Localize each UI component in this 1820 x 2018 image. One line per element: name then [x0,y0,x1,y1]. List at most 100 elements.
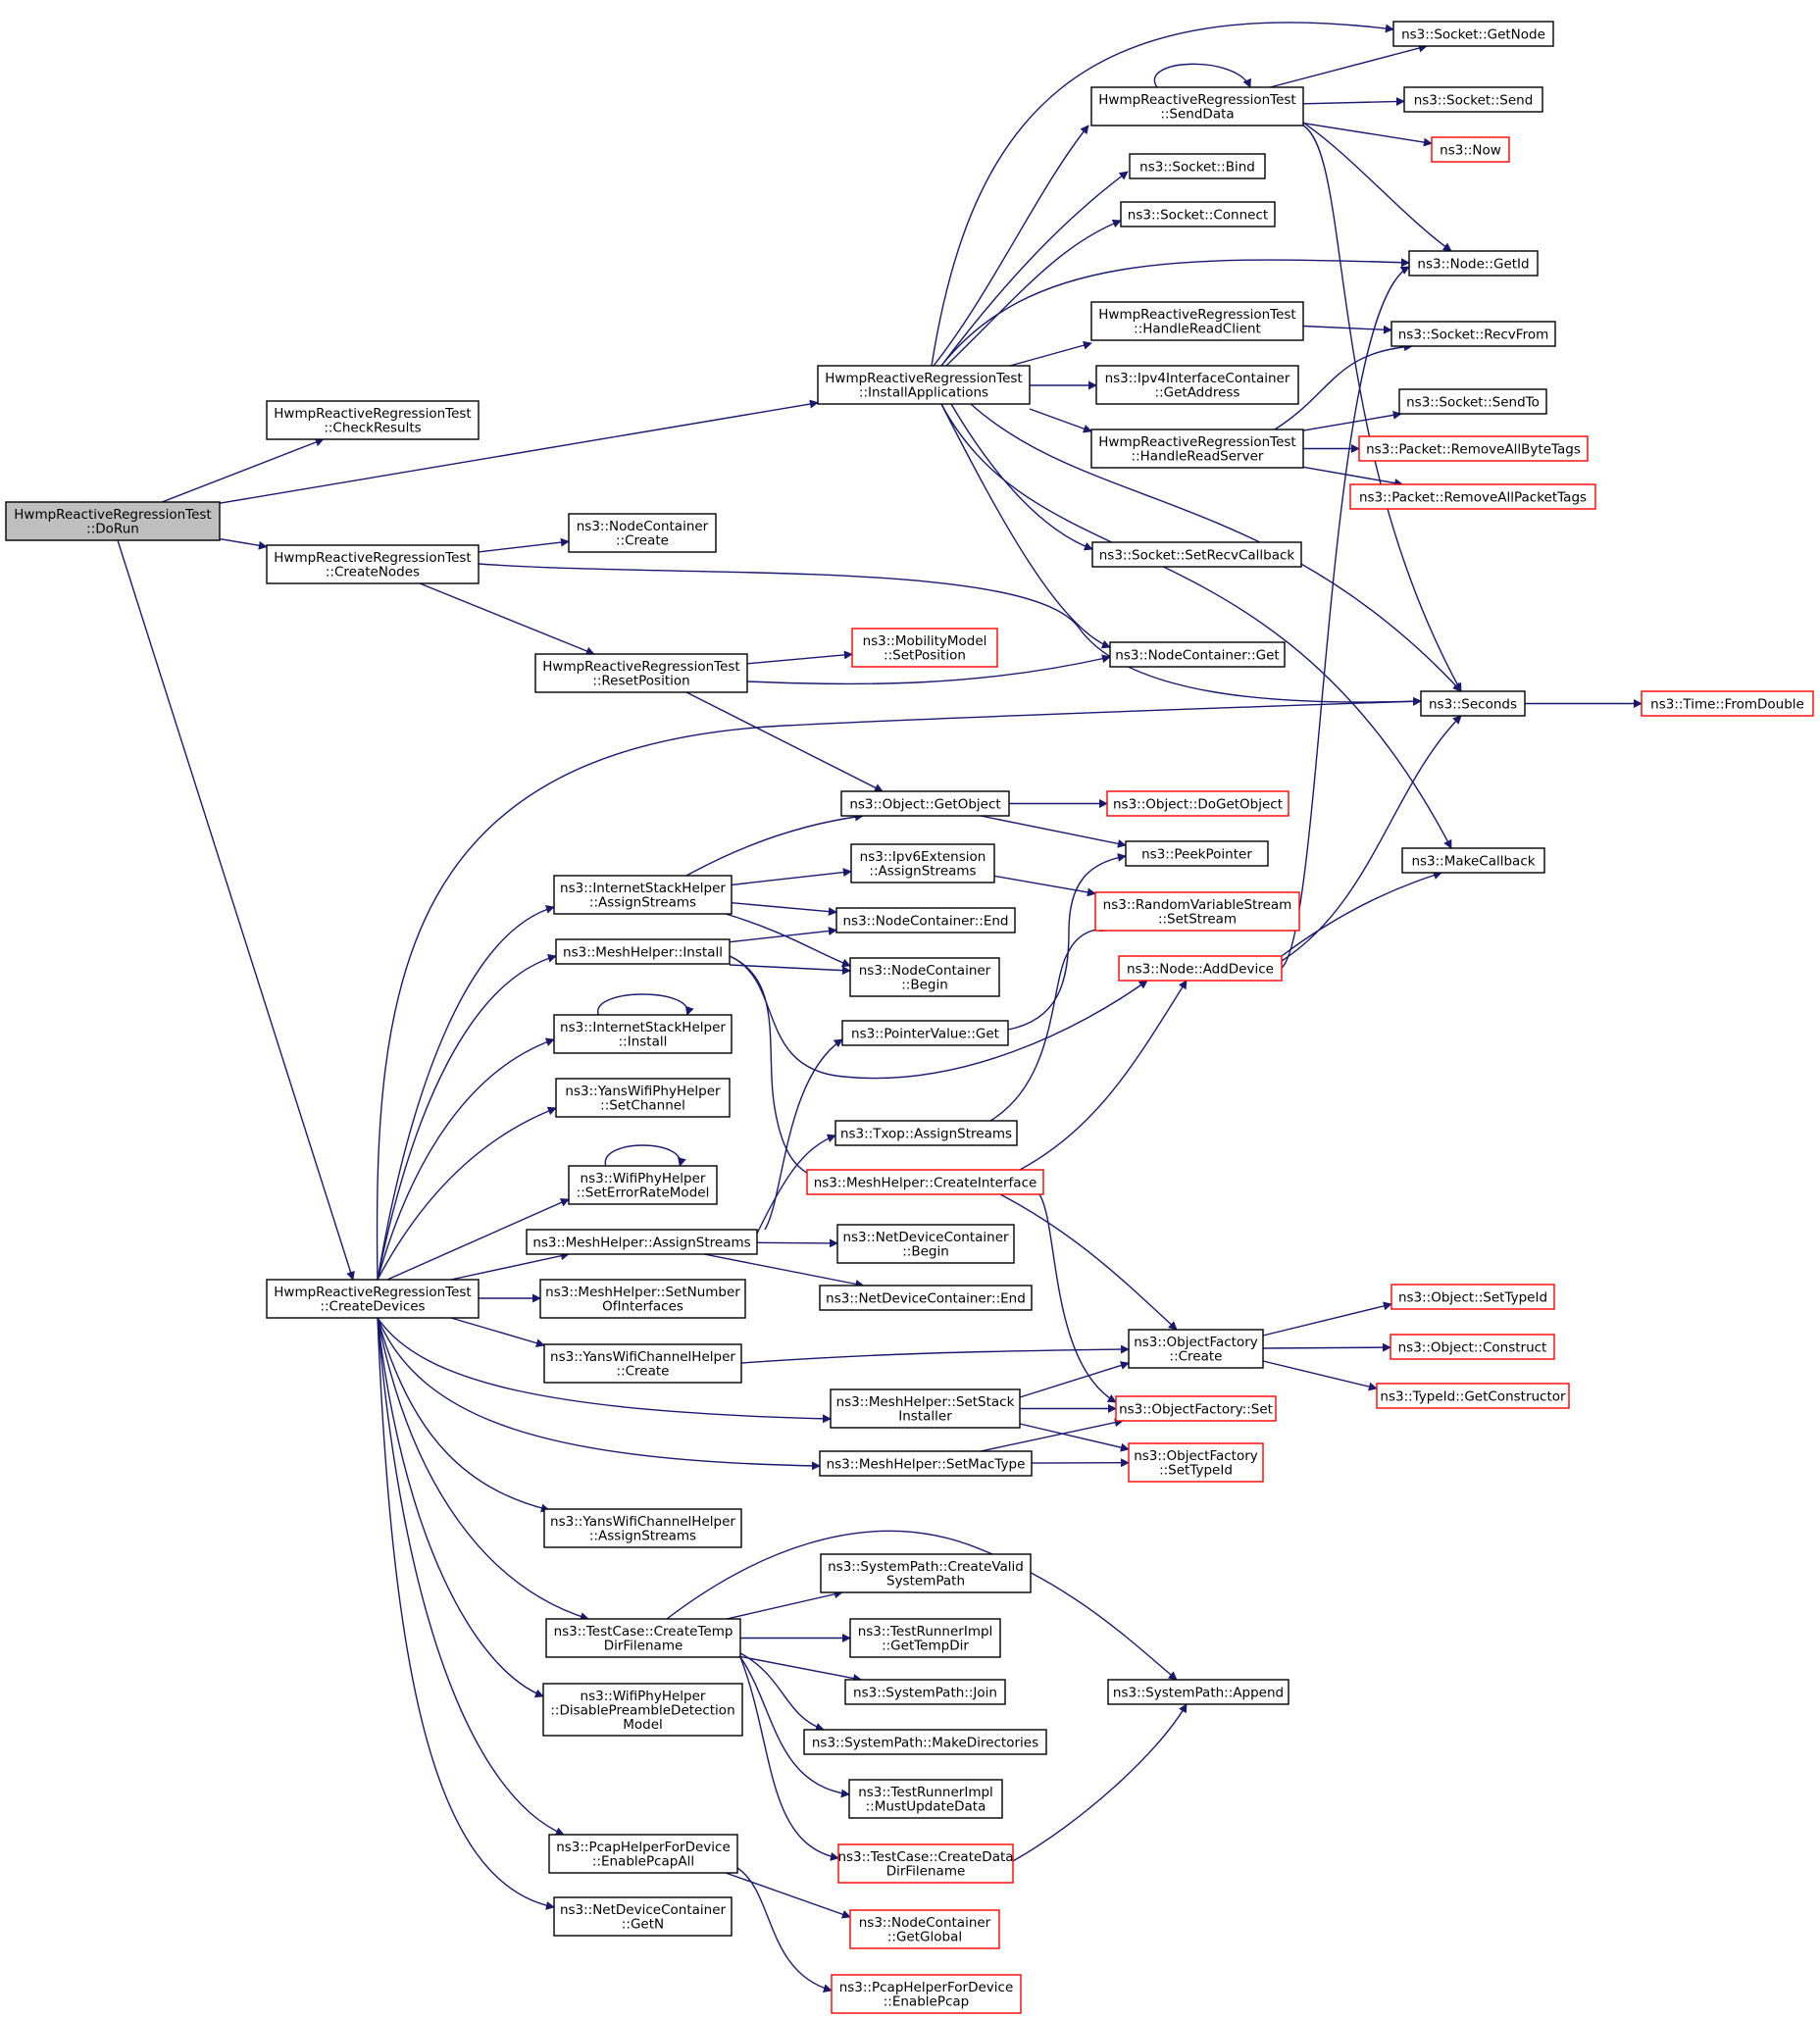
node-CreateInterface[interactable]: ns3::MeshHelper::CreateInterface [806,1169,1044,1195]
node-label: ::GetGlobal [887,1930,962,1945]
node-label: ns3::MeshHelper::SetStack [836,1394,1015,1410]
node-GetObject[interactable]: ns3::Object::GetObject [840,790,1010,817]
edge-CreateDevices-to-YansChanAssign [377,1317,550,1513]
node-NDCBegin[interactable]: ns3::NetDeviceContainer::Begin [836,1224,1015,1264]
edge-EnablePcapAll-to-NCGetGlobal [725,1872,851,1919]
node-RecvFrom[interactable]: ns3::Socket::RecvFrom [1390,321,1556,347]
node-box [1376,1383,1570,1409]
node-SendTo[interactable]: ns3::Socket::SendTo [1398,388,1547,415]
node-NodeContainerGet[interactable]: ns3::NodeContainer::Get [1109,641,1286,668]
edge-InstallApplications-to-MakeCallback [940,403,1452,849]
node-label: ::MustUpdateData [866,1799,986,1815]
node-SendData[interactable]: HwmpReactiveRegressionTest::SendData [1090,86,1304,126]
node-Ipv4GetAddress[interactable]: ns3::Ipv4InterfaceContainer::GetAddress [1095,365,1299,405]
edge-AddDevice-to-Seconds [1281,715,1462,962]
node-OFSetTypeId[interactable]: ns3::ObjectFactory::SetTypeId [1128,1442,1264,1483]
node-OFSet[interactable]: ns3::ObjectFactory::Set [1115,1395,1277,1422]
node-label: Model [623,1717,663,1733]
node-NodeGetId[interactable]: ns3::Node::GetId [1408,250,1539,277]
node-MeshAssignStreams[interactable]: ns3::MeshHelper::AssignStreams [526,1229,758,1255]
node-label: DirFilename [604,1639,683,1654]
node-SetRecvCallback[interactable]: ns3::Socket::SetRecvCallback [1091,541,1302,568]
node-CreateDevices[interactable]: HwmpReactiveRegressionTest::CreateDevice… [266,1279,480,1319]
node-NDCGetN[interactable]: ns3::NetDeviceContainer::GetN [553,1896,733,1937]
node-SetErrorRateModel[interactable]: ns3::WifiPhyHelper::SetErrorRateModel [568,1165,718,1205]
edge-MeshAssignStreams-to-NDCBegin [756,1238,838,1248]
node-OFCreate[interactable]: ns3::ObjectFactory::Create [1128,1329,1264,1369]
node-CreateNodes[interactable]: HwmpReactiveRegressionTest::CreateNodes [266,544,480,584]
node-RemoveAllByteTags[interactable]: ns3::Packet::RemoveAllByteTags [1358,435,1589,462]
node-label: ns3::Socket::GetNode [1401,26,1545,42]
node-box [840,790,1010,817]
node-MakeCallback[interactable]: ns3::MakeCallback [1401,847,1545,874]
node-ISHInstall[interactable]: ns3::InternetStackHelper::Install [553,1014,733,1054]
node-MobSetPosition[interactable]: ns3::MobilityModel::SetPosition [851,628,998,668]
node-box [553,1014,733,1054]
node-PeekPointer[interactable]: ns3::PeekPointer [1125,840,1269,867]
node-box [266,400,480,440]
edge-MeshAssignStreams-to-PVGet [764,1038,843,1231]
node-YansChanCreate[interactable]: ns3::YansWifiChannelHelper::Create [543,1343,742,1384]
node-InstallApplications[interactable]: HwmpReactiveRegressionTest::InstallAppli… [817,365,1031,405]
node-SPJoin[interactable]: ns3::SystemPath::Join [844,1679,1006,1705]
node-EnablePcap[interactable]: ns3::PcapHelperForDevice::EnablePcap [831,1974,1022,2014]
node-DoRun[interactable]: HwmpReactiveRegressionTest::DoRun [5,501,221,541]
node-SetMacType[interactable]: ns3::MeshHelper::SetMacType [819,1450,1033,1477]
node-GetConstructor[interactable]: ns3::TypeId::GetConstructor [1376,1383,1570,1409]
node-box [1118,955,1283,982]
edge-GetObject-to-PeekPointer [980,815,1127,848]
edge-ISHAssignStreams-to-GetObject [685,812,864,877]
node-NCGetGlobal[interactable]: ns3::NodeContainer::GetGlobal [849,1909,1000,1949]
node-box [841,1020,1009,1046]
node-ObjSetTypeId[interactable]: ns3::Object::SetTypeId [1390,1284,1555,1310]
node-box [1358,435,1589,462]
node-label: HwmpReactiveRegressionTest [274,1285,471,1300]
node-Ipv6ExtAssign[interactable]: ns3::Ipv6Extension::AssignStreams [850,843,995,883]
node-GetTempDir[interactable]: ns3::TestRunnerImpl::GetTempDir [849,1618,1001,1658]
node-label: ::SetTypeId [1159,1463,1233,1479]
edge-CreateTempDirFilename-to-MakeDirectories [739,1652,825,1732]
node-EnablePcapAll[interactable]: ns3::PcapHelperForDevice::EnablePcapAll [548,1834,738,1874]
node-SocketBind[interactable]: ns3::Socket::Bind [1129,153,1266,179]
node-Seconds[interactable]: ns3::Seconds [1420,690,1526,717]
node-SocketGetNode[interactable]: ns3::Socket::GetNode [1392,21,1554,47]
node-RVSSetStream[interactable]: ns3::RandomVariableStream::SetStream [1094,891,1300,932]
node-Now[interactable]: ns3::Now [1431,136,1510,163]
node-CheckResults[interactable]: HwmpReactiveRegressionTest::CheckResults [266,400,480,440]
node-FromDouble[interactable]: ns3::Time::FromDouble [1641,690,1814,717]
node-SPAppend[interactable]: ns3::SystemPath::Append [1107,1679,1289,1705]
node-HandleReadServer[interactable]: HwmpReactiveRegressionTest::HandleReadSe… [1090,429,1304,469]
node-SocketConnect[interactable]: ns3::Socket::Connect [1120,201,1276,227]
node-AddDevice[interactable]: ns3::Node::AddDevice [1118,955,1283,982]
node-YansSetChannel[interactable]: ns3::YansWifiPhyHelper::SetChannel [555,1078,731,1118]
node-ObjConstruct[interactable]: ns3::Object::Construct [1390,1334,1555,1360]
node-DoGetObject[interactable]: ns3::Object::DoGetObject [1106,790,1289,817]
node-ResetPosition[interactable]: HwmpReactiveRegressionTest::ResetPositio… [534,653,748,693]
node-NodeContainerCreate[interactable]: ns3::NodeContainer::Create [568,513,717,553]
node-ISHAssignStreams[interactable]: ns3::InternetStackHelper::AssignStreams [553,875,733,915]
node-SocketSend[interactable]: ns3::Socket::Send [1403,86,1543,113]
node-YansChanAssign[interactable]: ns3::YansWifiChannelHelper::AssignStream… [543,1508,742,1548]
node-NCBegin[interactable]: ns3::NodeContainer::Begin [849,957,1000,997]
node-MeshInstall[interactable]: ns3::MeshHelper::Install [555,938,731,965]
node-TxopAssign[interactable]: ns3::Txop::AssignStreams [834,1120,1018,1146]
node-label: HwmpReactiveRegressionTest [1098,92,1295,108]
node-RemoveAllPacketTags[interactable]: ns3::Packet::RemoveAllPacketTags [1349,483,1596,510]
node-MustUpdateData[interactable]: ns3::TestRunnerImpl::MustUpdateData [848,1779,1003,1819]
node-box [542,1683,743,1737]
node-PVGet[interactable]: ns3::PointerValue::Get [841,1020,1009,1046]
node-box [5,501,221,541]
node-box [266,1279,480,1319]
node-label: ns3::Txop::AssignStreams [840,1126,1012,1141]
node-HandleReadClient[interactable]: HwmpReactiveRegressionTest::HandleReadCl… [1090,301,1304,341]
edge-SendData-to-Seconds [1302,125,1462,692]
node-NDCEnd[interactable]: ns3::NetDeviceContainer::End [819,1285,1033,1311]
node-MakeDirectories[interactable]: ns3::SystemPath::MakeDirectories [803,1729,1047,1755]
node-DisablePreamble[interactable]: ns3::WifiPhyHelper::DisablePreambleDetec… [542,1683,743,1737]
node-NCEnd[interactable]: ns3::NodeContainer::End [835,907,1016,933]
